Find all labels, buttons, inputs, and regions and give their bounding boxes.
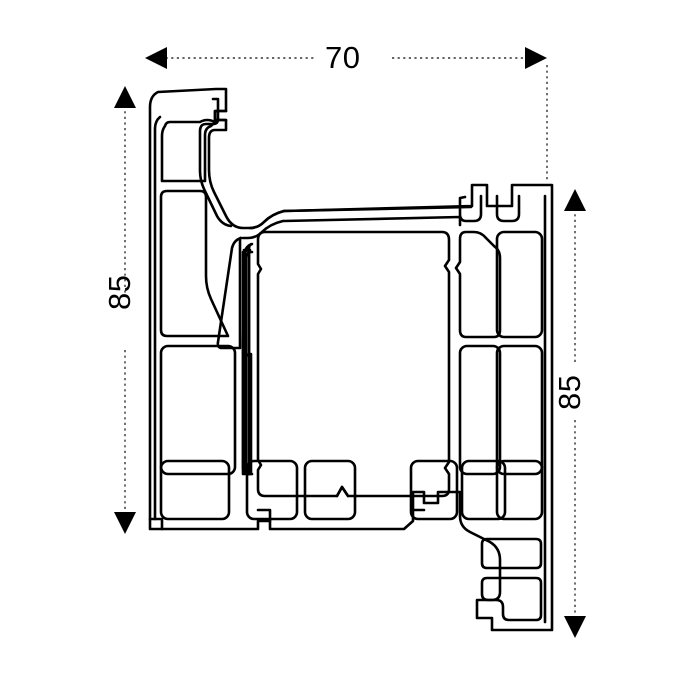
chamber-left-upper-tall [159,189,230,338]
dimension-label-height-right: 85 [552,374,587,410]
chamber-bottom-1 [159,459,231,521]
down-arrow-icon-right [564,616,586,638]
glazing-seat-line-inner [282,215,462,227]
down-arrow-icon-left [114,512,136,534]
chamber-right-narrow-lower [458,344,502,476]
up-arrow-icon-left [114,86,136,108]
profile-left-skin-inner [153,115,162,521]
chamber-far-right-upper [495,230,544,339]
chamber-main-central [256,230,451,498]
chamber-diagonal-strut [216,236,243,350]
left-arrow-icon [145,47,167,69]
foot-step-mid [256,508,272,523]
foot-step-left [148,517,164,531]
profile-outer-contour [148,87,554,632]
profile-top-skin-line [248,209,286,230]
up-arrow-icon-right [564,189,586,211]
chamber-bottom-right-slot [480,537,543,570]
chamber-left-lower-tall [159,344,237,476]
chamber-bottom-right-hook [480,576,543,622]
profile-upper-left-inner-wall [198,97,233,228]
chamber-left-mid-column-full [241,242,254,476]
profile-geometry [148,87,554,632]
chamber-bottom-2 [245,459,299,521]
chamber-right-narrow-upper [454,230,502,339]
right-arrow-icon [525,47,547,69]
dimension-arrows [114,47,586,638]
chamber-bottom-5 [460,459,507,521]
profile-top-skin-inner [241,219,285,240]
dimension-label-width: 70 [325,40,361,75]
dimension-lines [124,57,576,624]
chamber-bottom-6 [495,459,544,521]
notch-right-top-t [458,194,483,223]
chamber-bottom-3 [303,459,357,521]
chamber-bottom-4 [409,459,459,521]
hook-groove-top [213,109,228,122]
chamber-upper-left [160,118,217,183]
notch-centre-bottom-v [335,485,350,498]
notch-right-top-t-right [495,194,521,223]
chamber-far-right-lower [495,344,544,476]
glazing-seat-line [282,205,473,213]
dimension-label-height-left: 85 [102,274,137,310]
